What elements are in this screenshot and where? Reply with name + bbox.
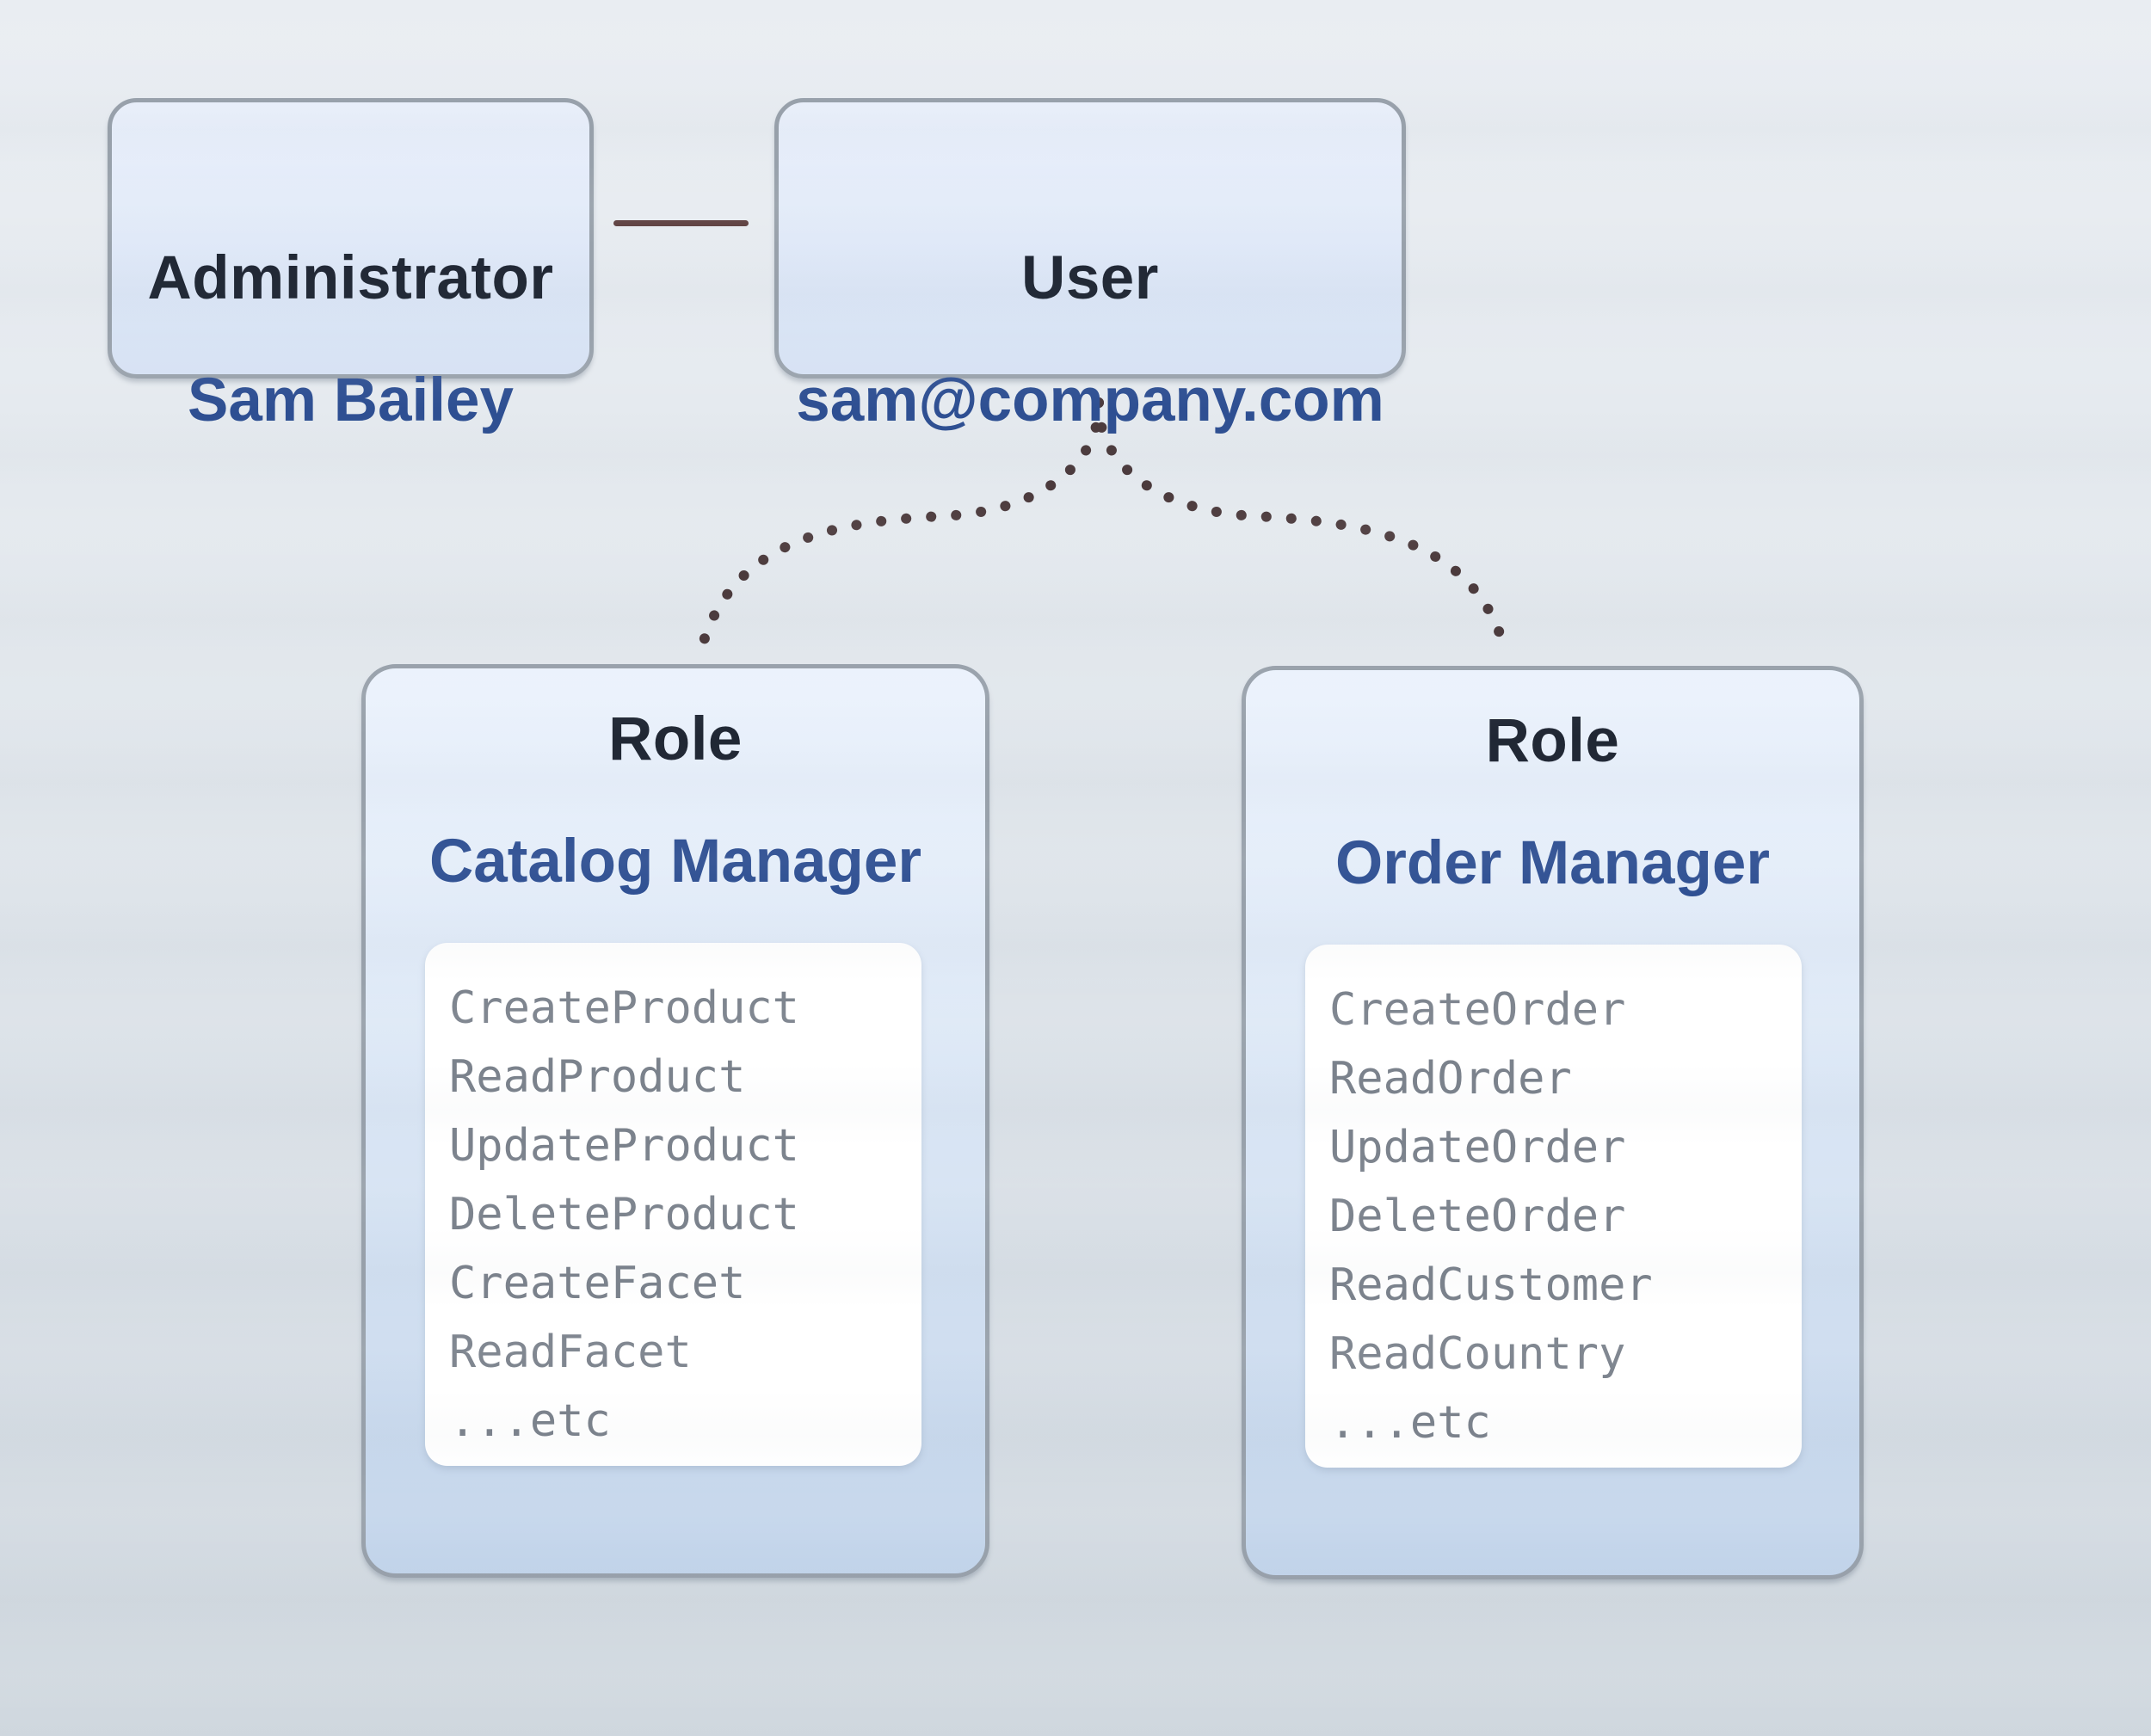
permission-item: DeleteOrder bbox=[1329, 1191, 1626, 1242]
permission-item: UpdateOrder bbox=[1329, 1122, 1626, 1173]
permission-list-order: CreateOrder ReadOrder UpdateOrder Delete… bbox=[1305, 945, 1802, 1468]
role-name-order-manager: Order Manager bbox=[1334, 829, 1771, 897]
administrator-name: Sam Bailey bbox=[188, 366, 514, 434]
administrator-node-title: Administrator bbox=[147, 244, 554, 312]
permission-list-catalog: CreateProduct ReadProduct UpdateProduct … bbox=[425, 943, 921, 1466]
user-to-catalog-role-dotted-connector bbox=[699, 397, 1105, 646]
permission-item: CreateFacet bbox=[449, 1258, 746, 1309]
role-name-catalog-manager: Catalog Manager bbox=[428, 828, 922, 896]
role-node-catalog-manager: Role Catalog Manager CreateProduct ReadP… bbox=[361, 664, 989, 1578]
permission-item: DeleteProduct bbox=[449, 1189, 799, 1240]
user-email: sam@company.com bbox=[796, 366, 1384, 434]
user-node: User sam@company.com bbox=[774, 98, 1406, 434]
role-node-title: Role bbox=[1485, 707, 1620, 775]
permission-item: UpdateProduct bbox=[449, 1120, 799, 1172]
permission-item: CreateOrder bbox=[1329, 984, 1626, 1036]
role-node-order-manager: Role Order Manager CreateOrder ReadOrder… bbox=[1242, 666, 1864, 1579]
user-to-order-role-dotted-connector bbox=[1093, 397, 1507, 646]
permission-item: ReadProduct bbox=[449, 1051, 746, 1103]
admin-user-link-line bbox=[613, 220, 749, 226]
permission-item: ReadOrder bbox=[1329, 1053, 1572, 1105]
user-node-title: User bbox=[1021, 244, 1159, 312]
role-node-title: Role bbox=[608, 705, 743, 773]
permission-item: ...etc bbox=[1329, 1397, 1491, 1449]
permission-item: ReadCountry bbox=[1329, 1328, 1626, 1380]
administrator-node: Administrator Sam Bailey bbox=[108, 98, 594, 434]
permission-item: CreateProduct bbox=[449, 982, 799, 1034]
permission-item: ...etc bbox=[449, 1395, 611, 1447]
permission-item: ReadCustomer bbox=[1329, 1259, 1653, 1311]
permission-item: ReadFacet bbox=[449, 1327, 692, 1378]
